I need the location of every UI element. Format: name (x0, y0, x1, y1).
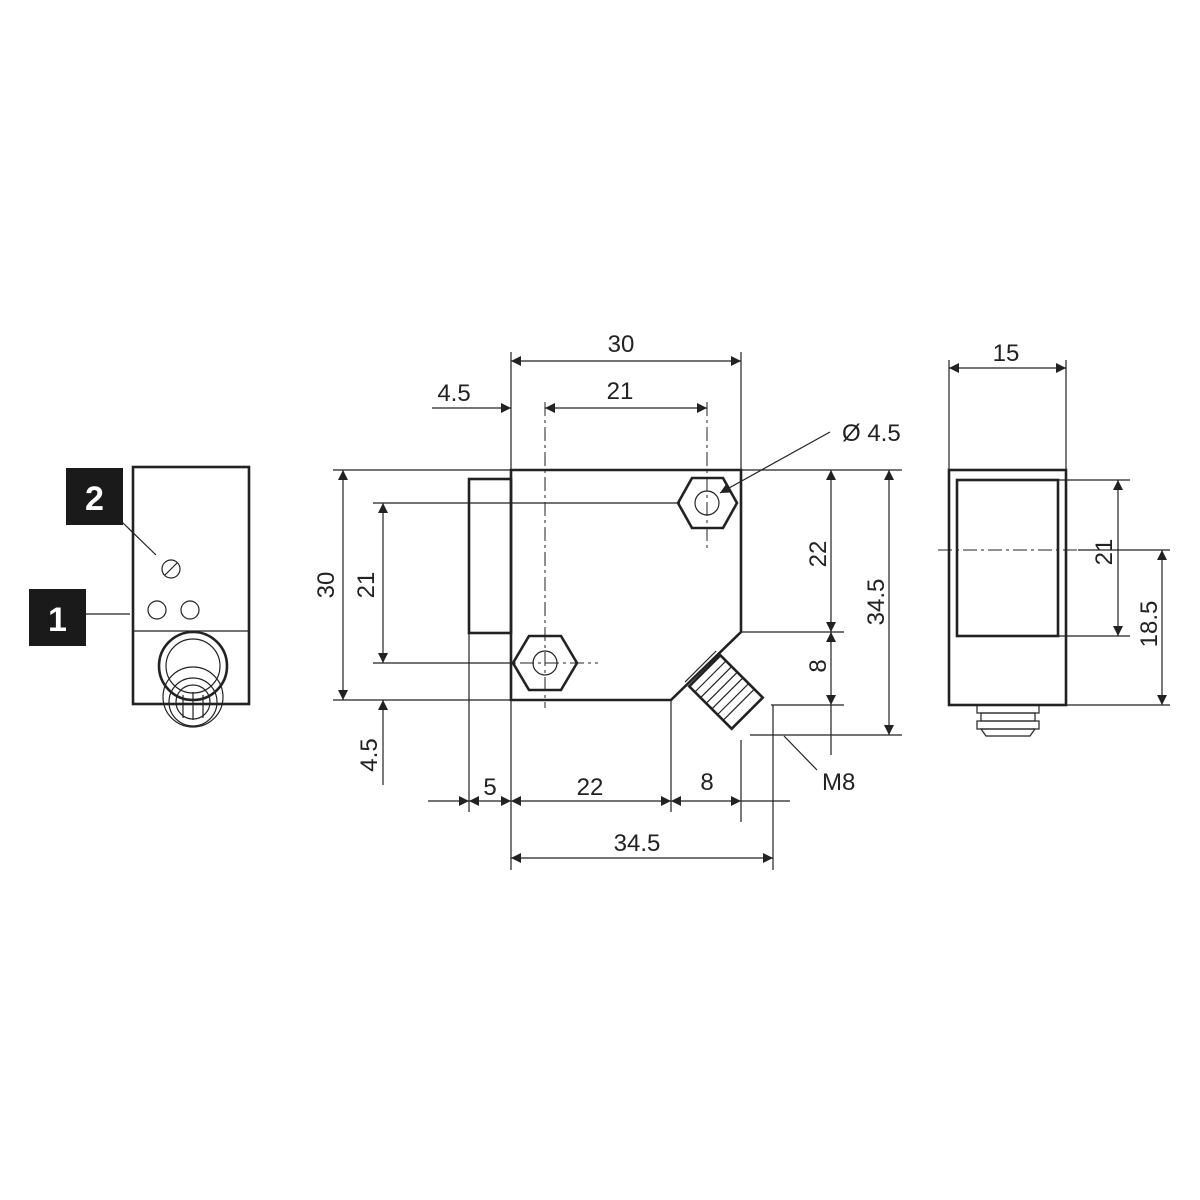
callout-2-badge (66, 468, 123, 525)
dimension-hole-spacing-21: 21 (607, 378, 634, 405)
side-housing (947, 468, 1068, 707)
dimension-height-30: 30 (313, 572, 340, 599)
potentiometer-icon (161, 559, 181, 579)
dimension-right-8: 8 (805, 659, 832, 672)
dimension-overall-width-34-5: 34.5 (614, 830, 661, 857)
dimension-overall-34-5: 34.5 (863, 579, 890, 626)
extension-lines (333, 352, 902, 870)
callout-2: 2 (66, 468, 157, 556)
side-lens-window (955, 478, 1060, 638)
dimension-hole-vertical-21: 21 (353, 572, 380, 599)
dimension-bottom-4-5: 4.5 (356, 738, 383, 771)
dimension-bottom-5: 5 (483, 774, 496, 801)
callout-1: 1 (29, 589, 130, 646)
dimension-hole-offset-4-5: 4.5 (437, 380, 470, 407)
callout-1-badge (29, 589, 86, 646)
control-view: 2 1 (29, 465, 251, 728)
dimension-bottom-22: 22 (577, 774, 604, 801)
lens-cover (467, 477, 513, 635)
side-view: 15 21 18.5 (938, 340, 1170, 737)
dimension-lens-21: 21 (1091, 539, 1118, 566)
leader-thread (783, 735, 818, 771)
side-connector-icon (976, 704, 1040, 737)
sensor-housing (509, 468, 743, 702)
dimension-side-width-15: 15 (993, 340, 1020, 367)
front-view: 30 21 4.5 Ø 4.5 30 21 4.5 22 8 34.5 5 22 (313, 331, 902, 870)
connector-end-icon (157, 630, 229, 728)
dimension-right-22: 22 (805, 541, 832, 568)
led-indicator-2 (180, 600, 200, 620)
control-housing (131, 465, 251, 706)
dimension-width-30: 30 (608, 331, 635, 358)
m8-connector-icon (684, 650, 765, 731)
leader-hole-diameter (719, 431, 831, 494)
thread-size-label: M8 (822, 769, 855, 796)
callout-1-label: 1 (48, 601, 67, 639)
dimension-hole-diameter: Ø 4.5 (842, 420, 901, 447)
led-indicator-1 (147, 600, 167, 620)
dimension-axis-18-5: 18.5 (1136, 601, 1163, 648)
dimension-bottom-8: 8 (700, 769, 713, 796)
callout-2-label: 2 (85, 480, 104, 518)
